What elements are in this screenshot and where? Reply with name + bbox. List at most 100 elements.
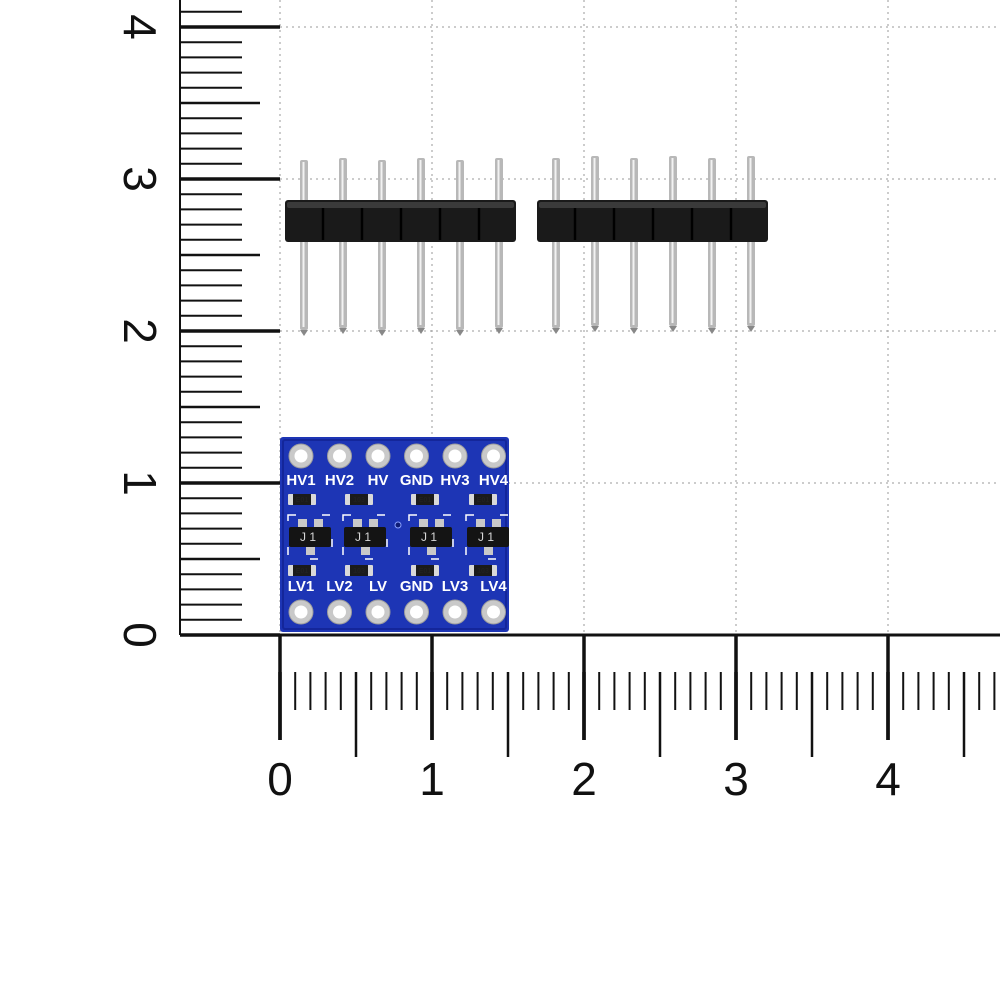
smd-resistor: E01: [411, 565, 439, 576]
pin-hole: [294, 449, 308, 463]
pin-tip: [378, 330, 386, 336]
header-pin: [708, 158, 716, 334]
header-pin: [669, 156, 677, 332]
pin-highlight: [554, 160, 557, 325]
bottom-pin-label: LV: [369, 578, 387, 595]
header-pin: [552, 158, 560, 334]
pin-hole: [371, 605, 385, 619]
mosfet-lead: [419, 519, 428, 527]
resistor-marking: E01: [296, 497, 309, 504]
resistor-body: [350, 494, 368, 505]
resistor-body: [474, 494, 492, 505]
smd-resistor: E01: [288, 494, 316, 505]
pin-tip: [417, 328, 425, 334]
bottom-pin-label: LV1: [288, 578, 314, 595]
pad-ring: [327, 443, 352, 469]
resistor-marking: E01: [477, 497, 490, 504]
pin-highlight: [380, 162, 383, 327]
resistor-body: [293, 565, 311, 576]
pin-tip: [552, 328, 560, 334]
header-top-highlight: [287, 202, 514, 208]
vertical-ruler-number: 3: [114, 166, 166, 192]
pin-highlight: [458, 162, 461, 327]
pad-ring: [481, 599, 506, 625]
pin-tip: [300, 330, 308, 336]
smd-resistor: E01: [411, 494, 439, 505]
bottom-pin-label: LV4: [480, 578, 507, 595]
pin-hole: [410, 449, 423, 463]
resistor-body: [416, 494, 434, 505]
mosfet-lead: [492, 519, 501, 527]
top-pin-label: HV1: [286, 472, 315, 489]
mosfet-body: [289, 527, 331, 547]
top-pin-label: HV4: [479, 472, 509, 489]
smd-resistor: 103: [469, 565, 497, 576]
pin-tip: [669, 326, 677, 332]
pin-hole: [448, 449, 462, 463]
header-pin: [300, 160, 308, 336]
mosfet-marking: J 1: [478, 530, 494, 544]
via: [394, 521, 402, 529]
resistor-body: [474, 565, 492, 576]
resistor-body: [350, 565, 368, 576]
pin-hole: [448, 605, 462, 619]
pin-tip: [339, 328, 347, 334]
header-pin: [339, 158, 347, 334]
mosfet-lead: [435, 519, 444, 527]
mosfet-lead: [361, 547, 370, 555]
pin-hole: [333, 605, 346, 619]
top-pin-label: HV: [368, 472, 389, 489]
pin-header-strip: [285, 158, 516, 336]
vertical-ruler: [179, 0, 280, 637]
pin-hole: [333, 449, 346, 463]
pin-tip: [747, 326, 755, 332]
header-pin: [630, 158, 638, 334]
header-pin: [591, 156, 599, 332]
pad-ring: [365, 599, 391, 625]
resistor-marking: E01: [419, 497, 432, 504]
pin-hole: [410, 605, 423, 619]
pin-hole: [487, 605, 500, 619]
pin-highlight: [419, 160, 422, 325]
pin-highlight: [341, 160, 344, 325]
mosfet-lead: [484, 547, 493, 555]
mosfet-outline: [342, 514, 388, 560]
resistor-marking: 103: [477, 568, 489, 575]
header-pin: [747, 156, 755, 332]
header-pin: [495, 158, 503, 334]
pad-ring: [404, 599, 429, 625]
mosfet-sot23: J 1: [287, 514, 333, 560]
top-pin-label: GND: [400, 472, 434, 489]
mosfet-outline: [408, 514, 454, 560]
vertical-ruler-number: 1: [114, 470, 166, 496]
pin-hole: [294, 605, 308, 619]
mosfet-body: [467, 527, 509, 547]
pin-highlight: [632, 160, 635, 325]
mosfet-lead: [427, 547, 436, 555]
pad-ring: [481, 443, 506, 469]
mosfet-lead: [298, 519, 307, 527]
pad-ring: [288, 599, 314, 625]
mosfet-outline: [465, 514, 511, 560]
mosfet-sot23: J 1: [465, 514, 511, 560]
top-pin-label: HV3: [440, 472, 469, 489]
mosfet-sot23: J 1: [342, 514, 388, 560]
vertical-ruler-number: 4: [114, 14, 166, 40]
pin-hole: [371, 449, 385, 463]
resistor-marking: E01: [419, 568, 432, 575]
pad-ring: [365, 443, 391, 469]
resistor-marking: 103: [353, 568, 365, 575]
pad-ring: [288, 443, 314, 469]
pcb: [280, 437, 509, 632]
smd-resistor: 103: [345, 565, 373, 576]
mosfet-marking: J 1: [355, 530, 371, 544]
mosfet-outline: [287, 514, 333, 560]
smd-resistor: 103: [345, 494, 373, 505]
resistor-body: [293, 494, 311, 505]
smd-resistor: E01: [288, 565, 316, 576]
mosfet-body: [344, 527, 386, 547]
